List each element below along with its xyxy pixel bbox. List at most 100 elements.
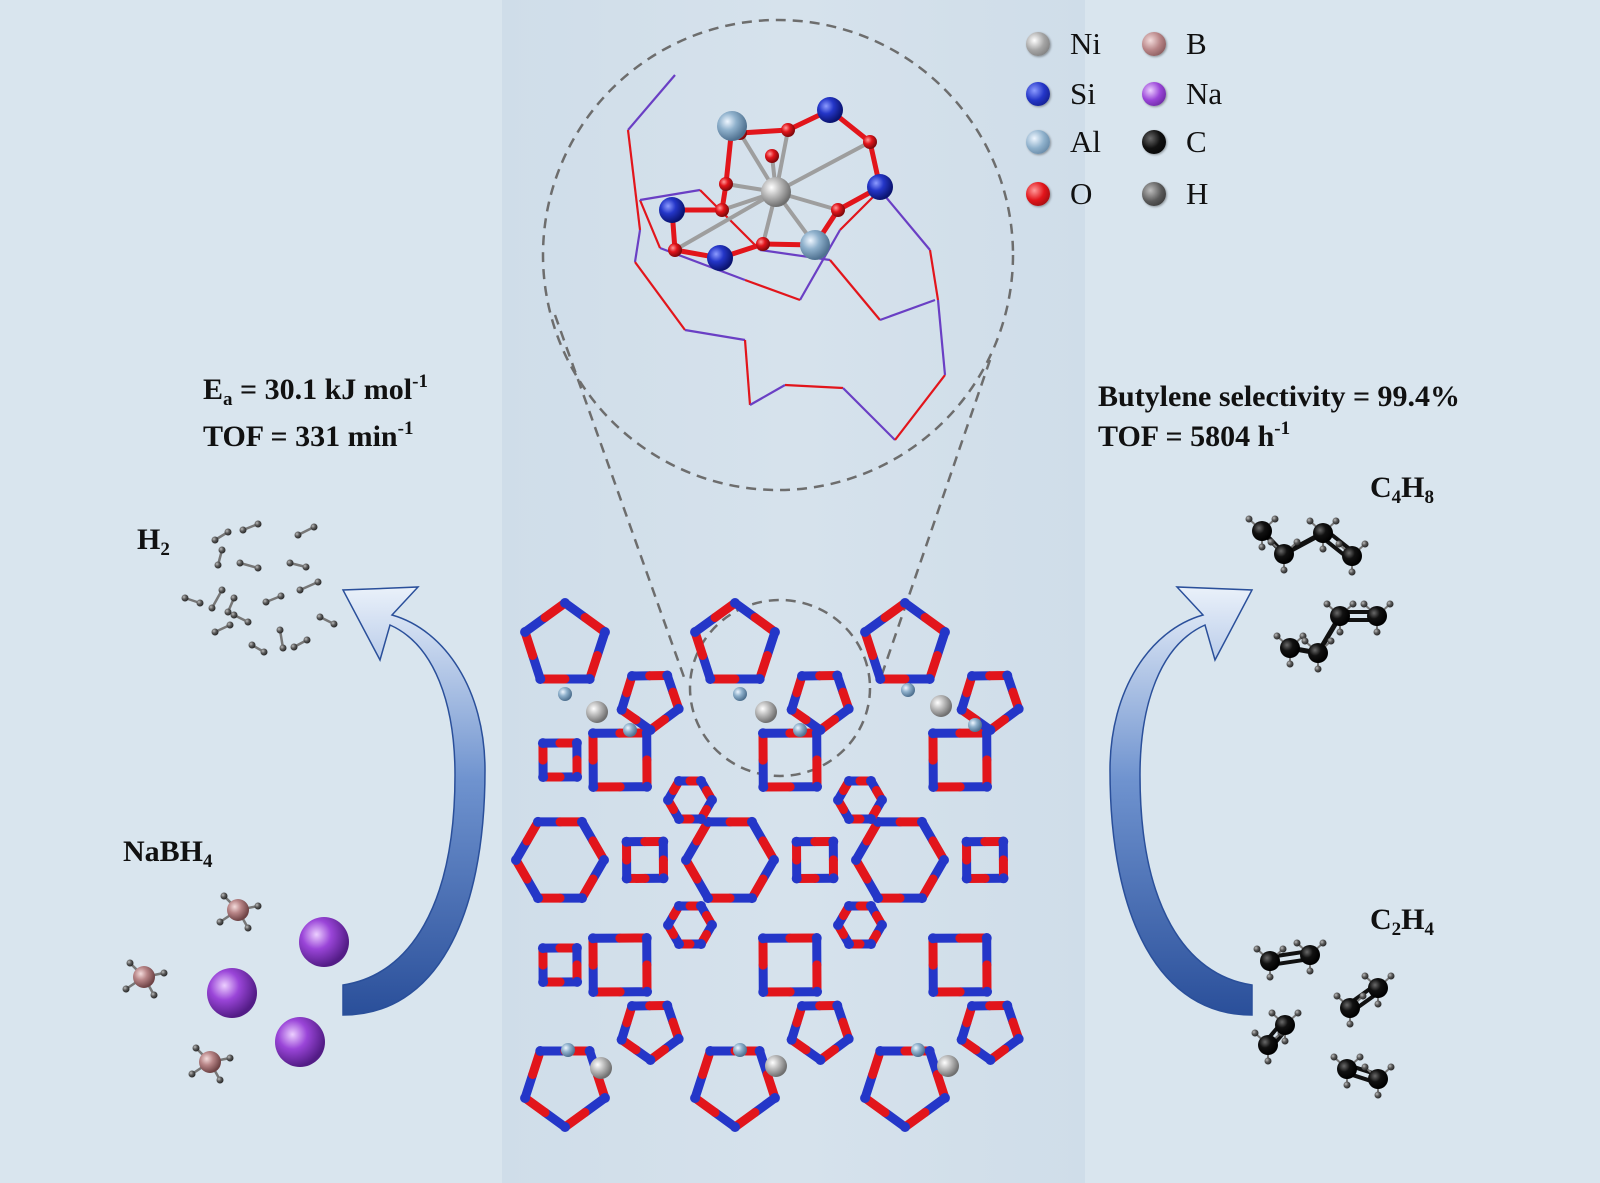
- si-node: [587, 728, 598, 739]
- si-node: [520, 1093, 531, 1104]
- si-node: [961, 836, 972, 847]
- h-atom: [160, 969, 168, 977]
- o-atom: [781, 123, 795, 137]
- si-node: [757, 933, 768, 944]
- h-atom: [1280, 566, 1288, 574]
- si-node: [1013, 1033, 1024, 1044]
- c-atom: [1330, 606, 1350, 626]
- si-node: [961, 873, 972, 884]
- si-node: [705, 1046, 716, 1057]
- h-atom: [1266, 973, 1274, 981]
- ethylene-molecules: [1251, 939, 1395, 1099]
- h-atom: [254, 564, 262, 572]
- h-atom: [1343, 1081, 1351, 1089]
- framework-wire: [749, 384, 786, 406]
- si-node: [537, 943, 548, 954]
- bond: [774, 140, 872, 194]
- b-atom: [133, 966, 155, 988]
- h-atom: [1268, 1009, 1276, 1017]
- si-node: [786, 704, 797, 715]
- si-node: [511, 855, 521, 865]
- butylene-molecules: [1245, 515, 1394, 673]
- si-node: [832, 1000, 843, 1011]
- si-node: [900, 1122, 911, 1132]
- si-node: [769, 855, 779, 865]
- si-node: [875, 1046, 886, 1057]
- h-atom: [1306, 967, 1314, 975]
- framework-wire: [784, 383, 844, 390]
- al-atom: [911, 1043, 925, 1057]
- ni-cluster-zoom: [626, 74, 947, 441]
- si-node: [851, 855, 861, 865]
- si-node: [662, 670, 673, 681]
- si-node: [599, 855, 609, 865]
- ni-atom: [586, 701, 608, 723]
- legend-item-b: B: [1142, 26, 1207, 62]
- h2-label: H2: [137, 523, 170, 560]
- h-atom: [216, 1076, 224, 1084]
- si-atom: [817, 97, 843, 123]
- h-atom: [150, 991, 158, 999]
- h-atom: [122, 985, 130, 993]
- si-node: [587, 933, 598, 944]
- si-node: [658, 836, 669, 847]
- butylene-selectivity-label: Butylene selectivity = 99.4%: [1098, 380, 1461, 413]
- si-node: [757, 728, 768, 739]
- si-node: [828, 836, 839, 847]
- al-atom: [800, 230, 830, 260]
- si-atom: [707, 245, 733, 271]
- framework-wire: [744, 278, 801, 302]
- h-atom: [1306, 517, 1314, 525]
- na-atom: [275, 1017, 325, 1067]
- ni-atom: [930, 695, 952, 717]
- si-node: [588, 987, 599, 998]
- si-node: [998, 836, 1009, 847]
- si-atom: [867, 174, 893, 200]
- h-atom: [277, 592, 285, 600]
- si-node: [833, 920, 843, 930]
- h-atom: [1245, 515, 1253, 523]
- si-node: [730, 598, 741, 608]
- h-atom: [248, 641, 256, 649]
- ni-atom: [765, 1055, 787, 1077]
- al-atom: [561, 1043, 575, 1057]
- si-node: [877, 795, 887, 805]
- c-atom: [1280, 638, 1300, 658]
- h-atom: [254, 520, 262, 528]
- bond: [673, 190, 778, 252]
- h-atom: [224, 608, 232, 616]
- h-atom: [316, 613, 324, 621]
- zoom-source-circle: [688, 598, 872, 778]
- framework-wire: [638, 199, 662, 249]
- si-node: [707, 795, 717, 805]
- o-atom: [863, 135, 877, 149]
- si-atom-icon: [1026, 82, 1050, 106]
- si-node: [833, 795, 843, 805]
- h-atom: [1281, 1037, 1289, 1045]
- h-atom: [276, 626, 284, 634]
- right-tof-label: TOF = 5804 h-1: [1098, 418, 1291, 453]
- o-atom-icon: [1026, 182, 1050, 206]
- c-atom: [1337, 1059, 1357, 1079]
- si-node: [533, 816, 543, 827]
- si-node: [843, 703, 854, 714]
- h-atom: [1293, 538, 1301, 546]
- si-node: [797, 1000, 808, 1011]
- c-atom: [1367, 606, 1387, 626]
- si-node: [758, 987, 769, 998]
- h-atom: [1360, 600, 1368, 608]
- framework-wire: [894, 374, 946, 441]
- h-atom: [1361, 972, 1369, 980]
- h-atom: [1323, 600, 1331, 608]
- h-atom: [196, 599, 204, 607]
- si-node: [663, 920, 673, 930]
- framework-wire: [879, 189, 931, 251]
- h-atom: [262, 598, 270, 606]
- h-atom: [1273, 632, 1281, 640]
- si-node: [844, 814, 854, 825]
- si-node: [812, 781, 823, 792]
- o-atom: [831, 203, 845, 217]
- si-node: [828, 873, 839, 884]
- si-node: [642, 986, 653, 997]
